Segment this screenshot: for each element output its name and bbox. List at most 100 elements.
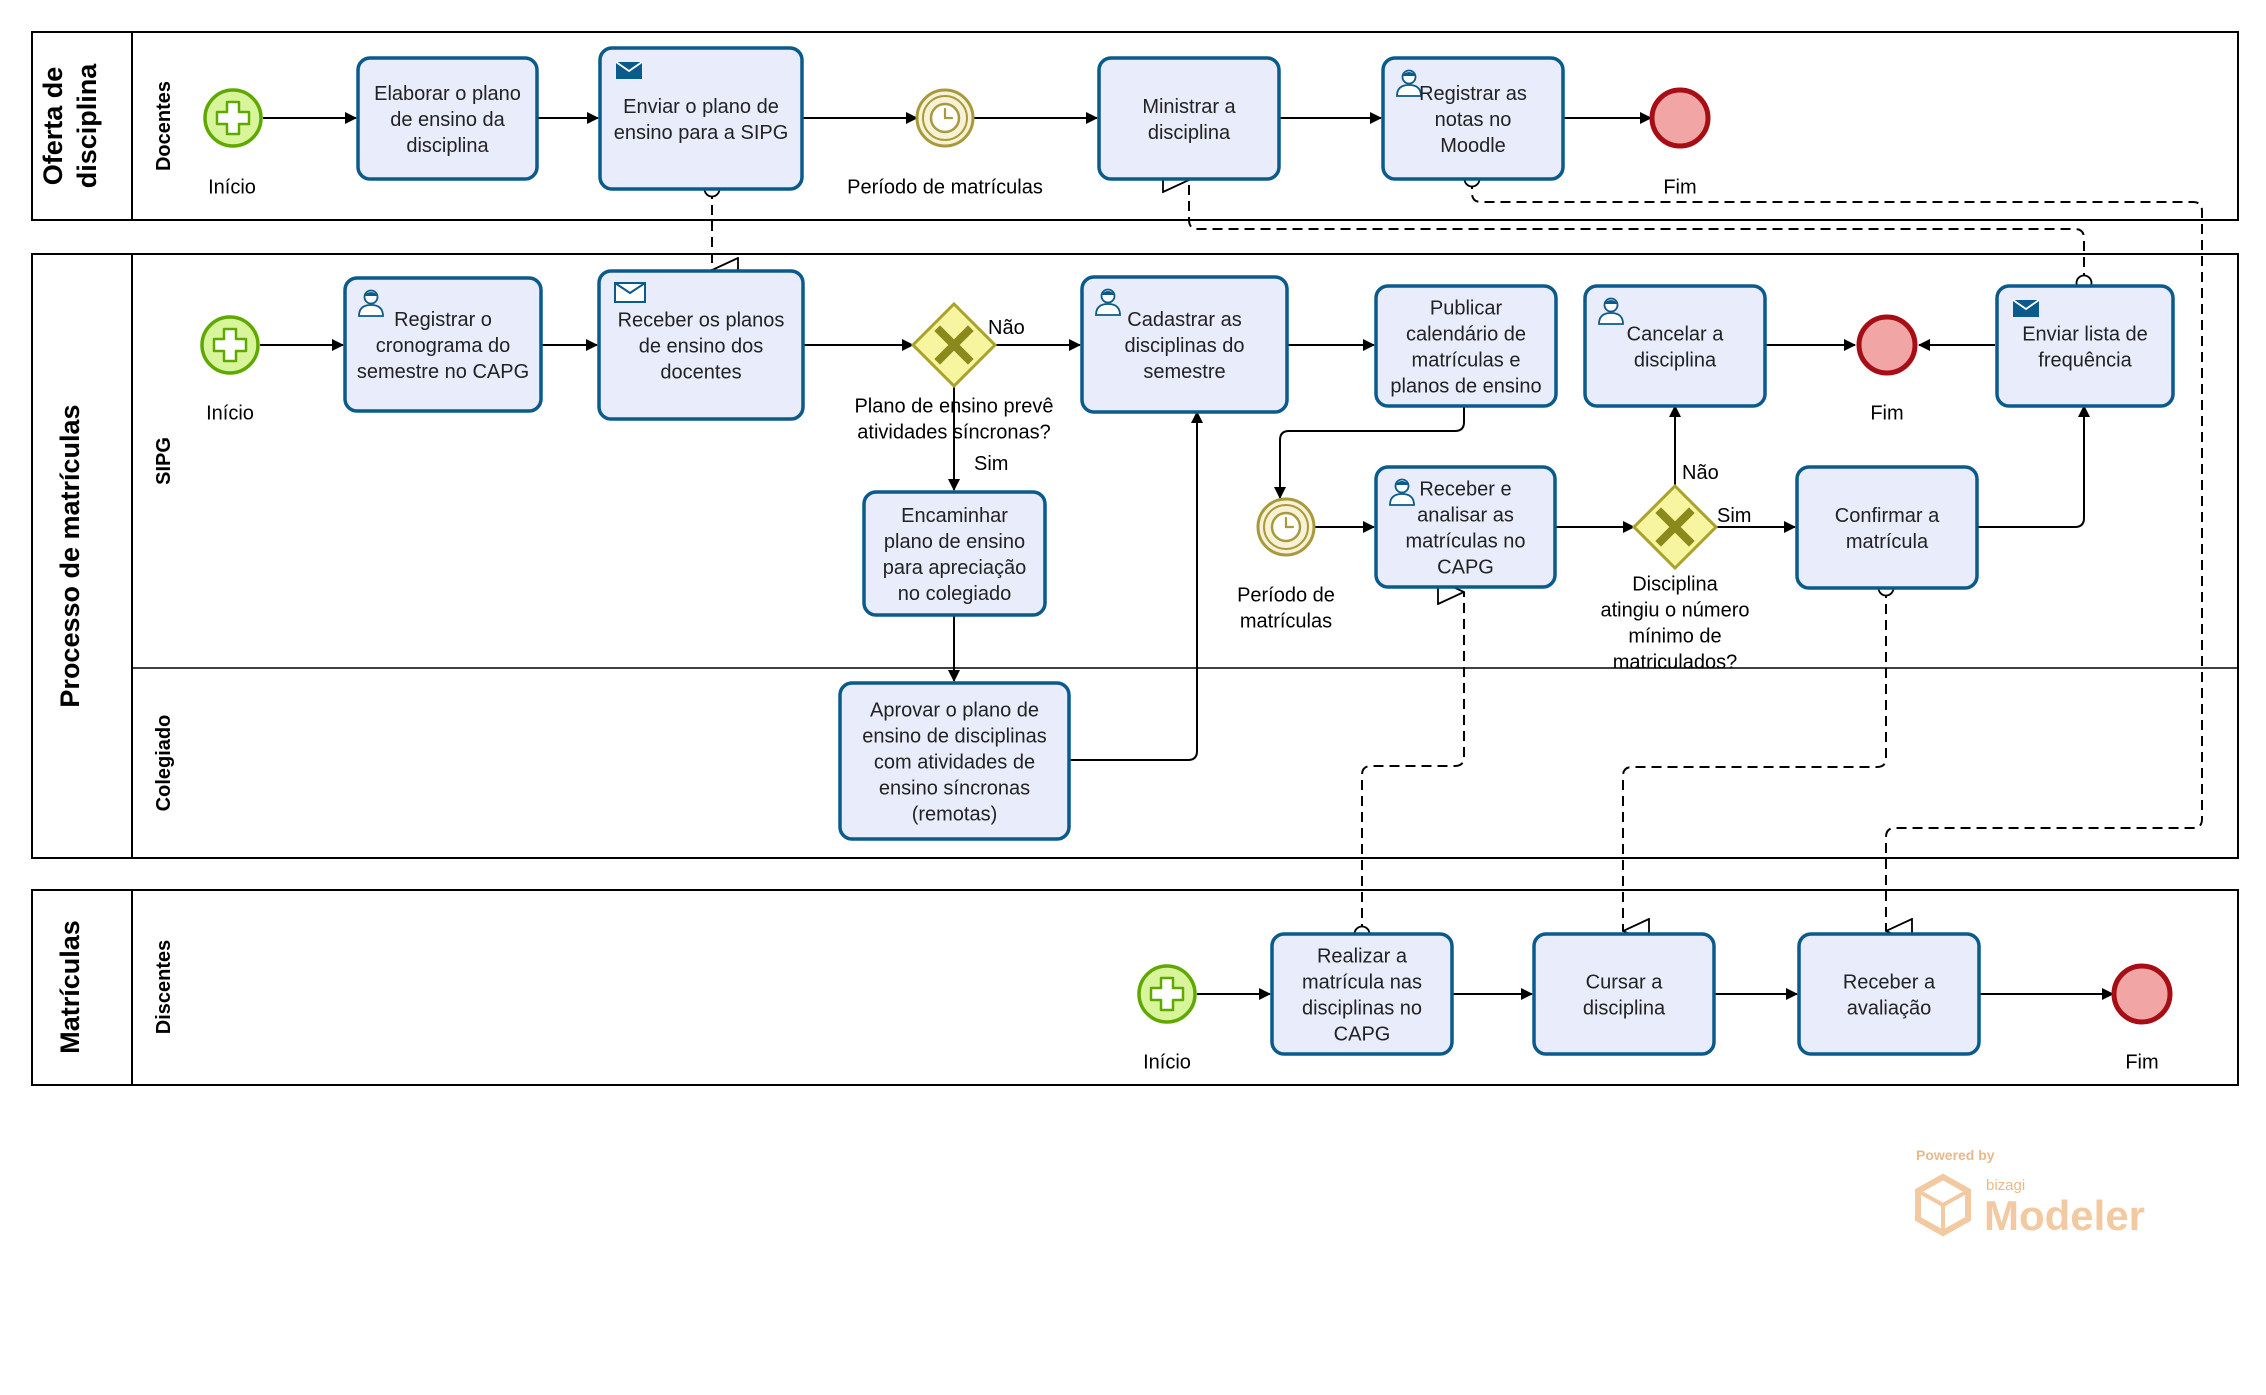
plus-icon [212,327,248,363]
gateway-label: mínimo de [1628,625,1721,647]
envelope-filled-icon [2012,299,2040,317]
lane-title: Discentes [153,940,175,1035]
task-label: plano de ensino [884,531,1025,553]
pool-title-line: disciplina [72,63,102,189]
timer-inner-circle [1263,504,1309,550]
plus-icon [215,100,251,136]
task-box [1080,275,1289,414]
task-label: calendário de [1406,323,1526,345]
task-cancelar[interactable]: Cancelar a disciplina [1583,284,1767,408]
task-label: ensino para a SIPG [614,122,789,144]
event-label: Fim [1663,176,1696,198]
end-event-fim-doc[interactable]: Fim [1649,87,1711,198]
lane-title: SIPG [153,437,175,485]
task-confirmar[interactable]: Confirmar a matrícula [1795,465,1979,590]
flow-label-sim: Sim [1717,505,1751,527]
task-box [862,490,1047,617]
task-box [598,46,804,191]
envelope-outline-icon [614,282,646,303]
task-label: para apreciação [883,557,1026,579]
task-label: Registrar o [394,309,492,331]
end-event-fim-disc[interactable]: Fim [2111,963,2173,1073]
watermark-product: Modeler [1984,1192,2145,1239]
task-label: com atividades de [874,751,1035,773]
event-label: Início [208,176,256,198]
task-label: planos de ensino [1390,375,1541,397]
x-icon [934,325,974,365]
gateway-label: Disciplina [1632,573,1718,595]
start-event-inicio-doc[interactable]: Início [203,88,263,198]
event-label: matrículas [1240,610,1332,632]
start-event-inicio-disc[interactable]: Início [1137,964,1197,1073]
exclusive-gateway-gw-disc[interactable]: Disciplina atingiu o número mínimo de matri… [1601,483,1750,673]
task-elaborar[interactable]: Elaborar o plano de ensino da disciplina [356,56,539,181]
task-label: semestre no CAPG [357,361,529,383]
pool-title-line: Matrículas [55,920,85,1054]
task-label: Cancelar a [1627,323,1725,345]
end-circle [1856,314,1918,376]
task-label: frequência [2038,349,2132,371]
task-box [597,269,805,421]
task-label: matrícula [1846,531,1929,553]
task-label: Registrar as [1419,83,1527,105]
end-event-fim-sipg[interactable]: Fim [1856,314,1918,424]
task-label: analisar as [1417,504,1514,526]
task-box [1995,284,2175,408]
timer-event-timer-doc[interactable]: Período de matrículas [847,88,1043,198]
message-realizar-receber-analisar [1362,592,1465,934]
end-circle [1649,87,1711,149]
task-label: notas no [1435,109,1512,131]
flow-confirmar-enviar-lista [1977,405,2090,528]
task-label: disciplina [406,135,489,157]
task-label: Realizar a [1317,945,1408,967]
user-icon [1396,69,1422,97]
gateway-label: matriculados? [1613,651,1738,673]
task-label: de ensino da [390,109,505,131]
task-label: Receber os planos [618,309,785,331]
task-label: CAPG [1334,1023,1391,1045]
watermark-powered-by: Powered by [1916,1147,1995,1163]
task-label: disciplinas do [1124,335,1244,357]
task-label: Elaborar o plano [374,83,521,105]
task-box [1374,465,1557,589]
user-icon [1598,297,1624,325]
task-label: Confirmar a [1835,505,1940,527]
task-label: Cursar a [1586,971,1664,993]
task-label: ensino de disciplinas [862,725,1047,747]
task-label: no colegiado [898,583,1011,605]
task-label: (remotas) [912,803,998,825]
task-label: disciplina [1634,349,1717,371]
pool-title: Matrículas [55,920,85,1054]
bizagi-logo-icon [1915,1173,1971,1237]
task-label: Cadastrar as [1127,309,1242,331]
start-event-inicio-sipg[interactable]: Início [200,315,260,424]
event-label: Período de matrículas [847,176,1043,198]
gateway-label: atingiu o número [1601,599,1750,621]
task-box [343,276,543,413]
clock-icon [929,102,961,134]
lane-title: Colegiado [153,715,175,812]
timer-inner-circle [922,95,968,141]
message-flows [712,179,2203,934]
